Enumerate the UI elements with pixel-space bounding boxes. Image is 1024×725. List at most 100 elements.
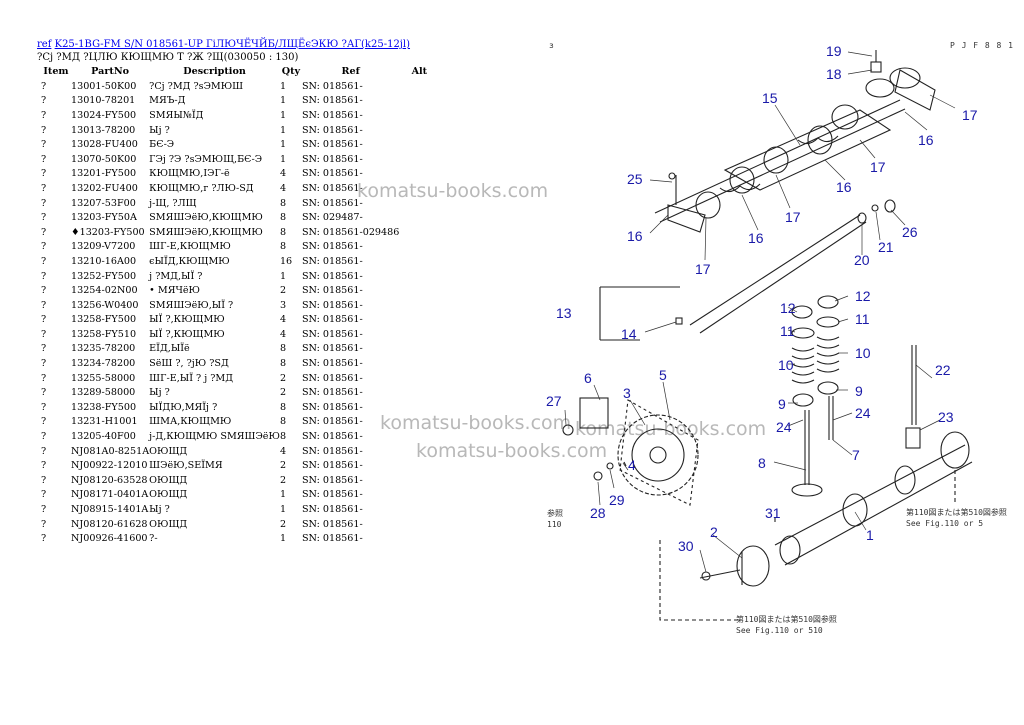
callout-7: 7	[852, 447, 860, 463]
push-rod-and-tappet	[905, 345, 921, 449]
cell-partno: 13013-78200	[71, 124, 136, 136]
parts-table: Item PartNo Description Qty Ref Alt ?130…	[33, 64, 439, 546]
cell-qty: 8	[279, 358, 287, 370]
cell-item: ?	[41, 255, 47, 267]
cell-ref: SN: 029487-	[301, 212, 363, 224]
col-ref: Ref	[341, 66, 360, 77]
cell-ref: SN: 018561-	[301, 401, 363, 413]
cam-gear	[562, 397, 699, 506]
cell-ref: SN: 018561-	[301, 416, 363, 428]
page-subtitle: ?Cj ?МД ?ЦЛЮ КЮЩМЮ Т ?Ж ?Щ(030050 : 130)	[37, 52, 299, 63]
ref-link[interactable]: ref	[37, 39, 52, 50]
cell-item: ?	[41, 401, 47, 413]
ref-note-jp-right: 第110図または第510図参照	[906, 507, 1007, 517]
cell-item: ?	[41, 212, 47, 224]
watermark: komatsu-books.com	[380, 412, 572, 434]
cell-description: БЄ-Э	[149, 139, 175, 151]
cell-description: Ыj ?	[149, 504, 170, 516]
ref-note-en-right: See Fig.110 or 5	[906, 519, 983, 528]
cell-partno: 13209-V7200	[71, 241, 136, 253]
leader-lines	[564, 51, 956, 573]
rocker-shaft-assembly	[654, 50, 936, 233]
cell-ref: SN: 018561-	[301, 460, 363, 472]
cell-item: ?	[41, 489, 47, 501]
callout-30: 30	[678, 538, 694, 554]
cell-ref: SN: 018561-	[301, 109, 363, 121]
cell-qty: 2	[279, 372, 287, 384]
cell-ref: SN: 018561-	[301, 489, 363, 501]
cell-ref: SN: 018561-	[301, 153, 363, 165]
cell-item: ?	[41, 226, 47, 238]
cell-description: КЮЩМЮ,ІЭГ-ё	[149, 168, 230, 180]
cell-description: ЫЇДЮ,МЯЇj ?	[149, 401, 218, 413]
cell-description: КЮЩМЮ,г ?ЛЮ-SД	[149, 182, 254, 194]
callout-26: 26	[902, 224, 918, 240]
watermark: komatsu-books.com	[357, 180, 549, 202]
col-qty: Qty	[281, 66, 301, 77]
cell-partno: 13024-FY500	[71, 109, 137, 121]
callout-4: 4	[628, 457, 636, 473]
cell-ref: SN: 018561-	[301, 518, 363, 530]
cell-qty: 8	[279, 401, 287, 413]
cell-item: ?	[41, 285, 47, 297]
cell-item: ?	[41, 328, 47, 340]
col-item: Item	[43, 66, 69, 77]
cell-partno: 13256-W0400	[71, 299, 139, 311]
cell-description: SМЯШЭёЮ,КЮЩМЮ	[149, 226, 263, 238]
callout-29: 29	[609, 492, 625, 508]
cell-description: ЫЇ ?,КЮЩМЮ	[149, 328, 225, 340]
cell-description: ШЭёЮ,SЕЇМЯ	[149, 460, 223, 472]
cell-item: ?	[41, 197, 47, 209]
cell-partno: 13207-53F00	[71, 197, 136, 209]
callout-15: 15	[762, 90, 778, 106]
cell-ref: SN: 018561-	[301, 124, 363, 136]
cell-ref: SN: 018561-	[301, 533, 363, 545]
cell-description: ШМА,КЮЩМЮ	[149, 416, 232, 428]
cell-ref: SN: 018561-	[301, 328, 363, 340]
cell-ref: SN: 018561-	[301, 431, 363, 443]
callout-23: 23	[938, 409, 954, 425]
callout-10: 10	[778, 357, 794, 373]
cell-partno: 13203-FY50A	[71, 212, 137, 224]
cell-description: ЫЇ ?,КЮЩМЮ	[149, 314, 225, 326]
callout-17: 17	[695, 261, 711, 277]
cell-item: ?	[41, 124, 47, 136]
callout-10: 10	[855, 345, 871, 361]
title-link[interactable]: K25-1BG-FM S/N 018561-UP ГіЛЮЧЁЧЙБ/ЛЩЁєЭ…	[54, 39, 411, 50]
cell-ref: SN: 018561-	[301, 95, 363, 107]
cell-qty: 8	[279, 212, 287, 224]
callout-31: 31	[765, 505, 781, 521]
cell-partno: 13235-78200	[71, 343, 136, 355]
valve-springs	[791, 295, 840, 497]
cell-description: ЕЇД,ЫЇё	[149, 343, 190, 355]
cell-qty: 1	[279, 153, 287, 165]
cell-partno: NJ00926-41600	[71, 533, 148, 545]
cell-description: SМЯЫ№ЇД	[149, 109, 204, 121]
cell-ref: SN: 018561-	[301, 241, 363, 253]
cell-partno: ♦13203-FY500	[71, 226, 145, 238]
side-note-line2: 110	[547, 520, 562, 529]
callout-22: 22	[935, 362, 951, 378]
cell-ref: SN: 018561-	[301, 197, 363, 209]
cell-partno: 13201-FY500	[71, 168, 137, 180]
cell-qty: 1	[279, 80, 287, 92]
callout-12: 12	[855, 288, 871, 304]
cell-item: ?	[41, 372, 47, 384]
cell-partno: NJ08120-61628	[71, 518, 148, 530]
cell-partno: 13001-50K00	[71, 80, 137, 92]
cell-ref: SN: 018561-	[301, 343, 363, 355]
cell-ref: SN: 018561-	[301, 445, 363, 457]
callout-17: 17	[870, 159, 886, 175]
cell-item: ?	[41, 109, 47, 121]
cell-partno: NJ08171-0401A	[71, 489, 149, 501]
cell-description: j-Д,КЮЩМЮ SМЯШЭёЮ	[149, 431, 280, 443]
